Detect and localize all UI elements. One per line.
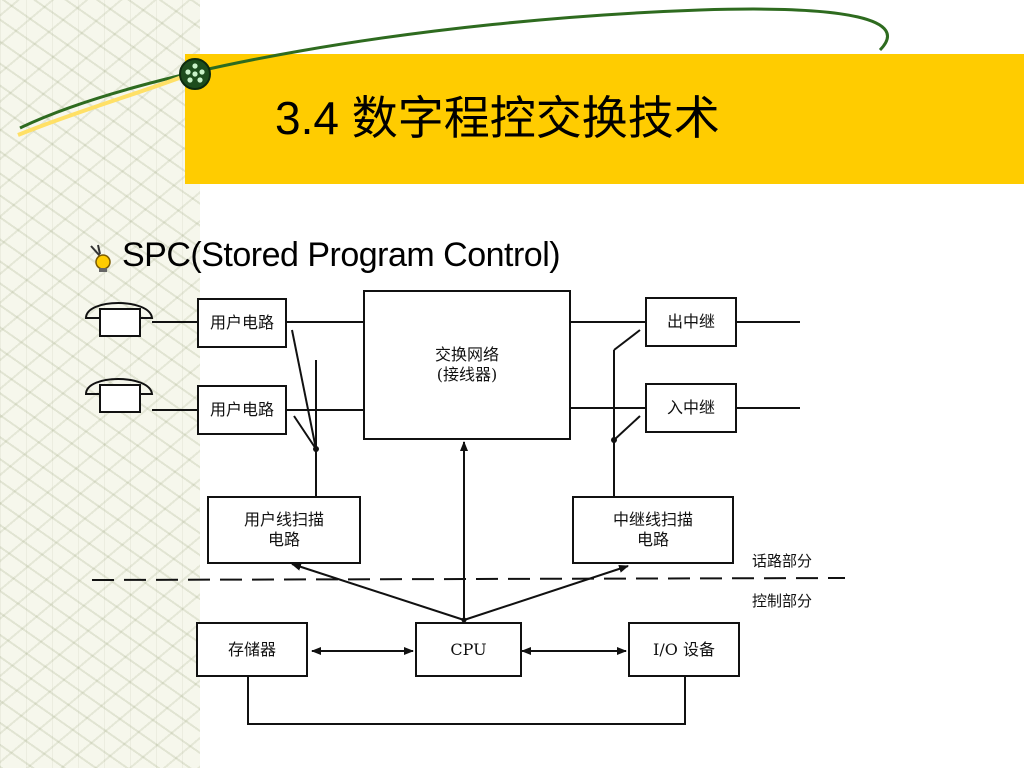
title-band <box>185 54 1024 184</box>
block-trunk-scan: 中继线扫描 电路 <box>572 496 734 564</box>
junction-dot <box>461 617 467 623</box>
block-memory: 存储器 <box>196 622 308 677</box>
junction-dot <box>313 446 319 452</box>
block-subscriber-circuit-2: 用户电路 <box>197 385 287 435</box>
trunk-scan-tap-indiag <box>613 415 641 441</box>
block-cpu: CPU <box>415 622 522 677</box>
block-subscriber-scan: 用户线扫描 电路 <box>207 496 361 564</box>
block-switching-network: 交换网络 (接线器) <box>363 290 571 440</box>
section-separator <box>91 577 846 581</box>
junction-dot <box>611 437 617 443</box>
scan-tap-sub2 <box>293 415 317 450</box>
slide-title: 3.4 数字程控交换技术 <box>275 92 720 144</box>
bullet-text: SPC(Stored Program Control) <box>122 236 561 274</box>
label-speech-part: 话路部分 <box>752 552 813 570</box>
block-outgoing-trunk: 出中继 <box>645 297 737 347</box>
swoosh-ribbon <box>17 70 196 137</box>
swoosh-curve <box>19 7 889 130</box>
globe-icon <box>179 58 211 90</box>
block-incoming-trunk: 入中继 <box>645 383 737 433</box>
cpu-to-subscan <box>291 562 465 621</box>
memory-io-loop <box>247 676 686 725</box>
block-io-device: I/O 设备 <box>628 622 740 677</box>
trunk-scan-tap-outdiag <box>613 329 641 351</box>
bullet-bulb-icon <box>90 244 111 272</box>
cpu-to-trunkscan <box>463 565 629 621</box>
label-control-part: 控制部分 <box>752 592 813 610</box>
telephone-icon <box>84 302 154 337</box>
block-subscriber-circuit-1: 用户电路 <box>197 298 287 348</box>
telephone-icon <box>84 378 154 413</box>
scan-tap-sub1 <box>291 329 317 450</box>
